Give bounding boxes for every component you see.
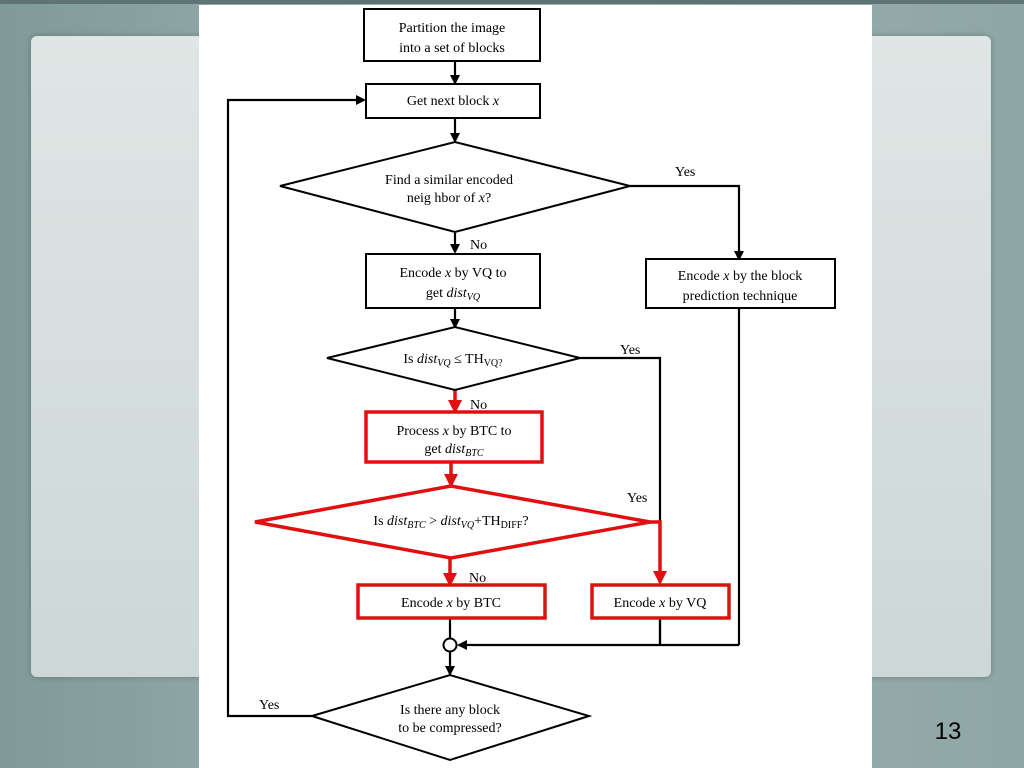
edge-find-yes — [630, 184, 744, 261]
node-is-dist-vq: Is distVQ ≤ THVQ? — [326, 325, 581, 392]
flowchart-svg: Partition the image into a set of blocks… — [226, 8, 836, 762]
node-find-line1: Find a similar encoded — [385, 173, 513, 188]
node-anyblock-line1: Is there any block — [400, 703, 500, 718]
node-isbtc-text: Is distBTC > distVQ+THDIFF? — [373, 514, 528, 531]
node-encode-btc: Encode x by BTC — [356, 583, 547, 620]
node-encvq-line2: get distVQ — [426, 286, 481, 303]
node-encode-prediction: Encode x by the block prediction techniq… — [645, 258, 836, 309]
flowchart-edges — [226, 61, 744, 718]
node-partition-line1: Partition the image — [399, 21, 506, 36]
node-find-line2: neig hbor of x? — [407, 191, 491, 206]
node-btc-line1: Process x by BTC to — [396, 424, 511, 439]
flowchart-figure: Partition the image into a set of blocks… — [199, 5, 872, 768]
slide-top-bar — [0, 0, 1024, 4]
node-prediction-line2: prediction technique — [683, 289, 798, 304]
node-isvq-text: Is distVQ ≤ THVQ? — [403, 352, 503, 369]
edge-label-find-yes: Yes — [675, 165, 695, 180]
node-encode-vq: Encode x by VQ — [590, 583, 731, 620]
node-encbtc-text: Encode x by BTC — [401, 596, 501, 611]
node-process-btc: Process x by BTC to get distBTC — [364, 410, 544, 464]
node-encode-vq-dist: Encode x by VQ to get distVQ — [365, 253, 541, 309]
node-encvq-line1: Encode x by VQ to — [399, 266, 506, 281]
node-get-next-text: Get next block x — [407, 94, 500, 109]
node-any-block: Is there any block to be compressed? — [308, 673, 593, 762]
node-btc-line2: get distBTC — [424, 442, 484, 459]
node-prediction-line1: Encode x by the block — [678, 269, 802, 284]
node-get-next-block: Get next block x — [365, 83, 541, 119]
node-partition: Partition the image into a set of blocks — [363, 8, 541, 62]
node-partition-line2: into a set of blocks — [399, 41, 505, 56]
edge-loop-yes — [226, 95, 366, 718]
node-anyblock-line2: to be compressed? — [398, 721, 501, 736]
edge-label-loop-yes: Yes — [259, 698, 279, 713]
flowchart-highlight-edges — [443, 390, 667, 587]
edge-label-vq-no: No — [470, 398, 487, 413]
node-encvq2-text: Encode x by VQ — [614, 596, 707, 611]
slide-page-number: 13 — [934, 718, 962, 745]
join-connector — [442, 637, 458, 653]
edge-label-find-no: No — [470, 238, 487, 253]
edge-label-btc-no: No — [469, 571, 486, 586]
node-is-dist-btc: Is distBTC > distVQ+THDIFF? — [254, 484, 651, 560]
edge-label-vq-yes: Yes — [620, 343, 640, 358]
edge-label-btc-yes: Yes — [627, 491, 647, 506]
edge-isbtc-yes-red — [650, 520, 667, 585]
node-find-similar: Find a similar encoded neig hbor of x? — [279, 140, 631, 234]
